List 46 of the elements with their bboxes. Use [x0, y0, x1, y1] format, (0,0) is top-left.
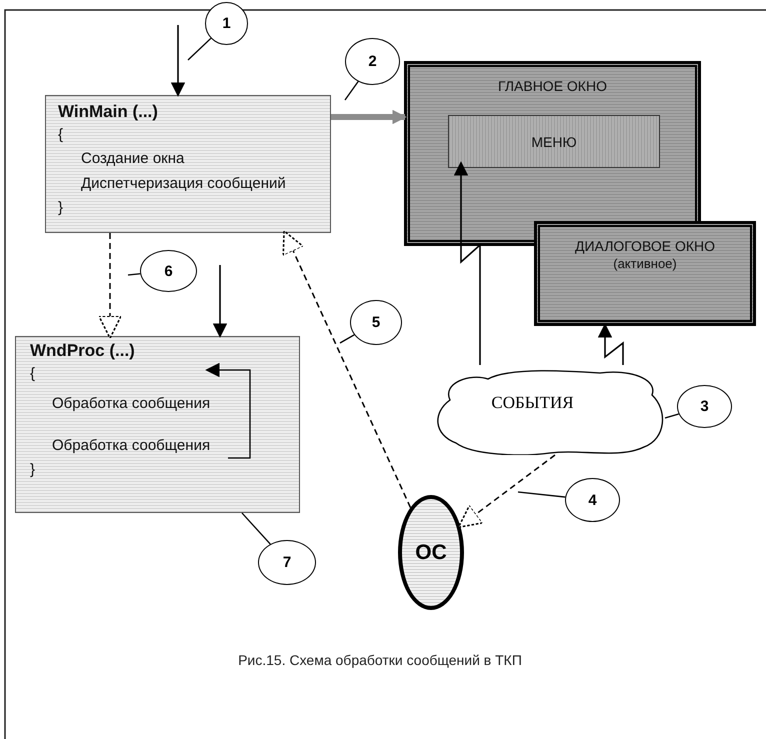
callout-number: 2	[368, 53, 377, 70]
arrow	[454, 161, 481, 365]
callout-number: 6	[164, 262, 173, 280]
arrow	[598, 323, 624, 365]
code-text: }	[30, 461, 36, 478]
os-label: ОС	[415, 540, 447, 564]
leader-line	[344, 81, 359, 100]
code-text: {	[30, 365, 36, 382]
leader-line	[664, 413, 679, 419]
code-text: Создание окна	[81, 150, 184, 167]
menu-label: МЕНЮ	[531, 132, 577, 150]
arrow	[282, 230, 412, 508]
code-box	[45, 95, 331, 233]
figure-caption: Рис.15. Схема обработки сообщений в ТКП	[237, 652, 523, 668]
arrow	[212, 265, 228, 338]
callout-number: 1	[222, 15, 231, 32]
leader-line	[128, 273, 140, 276]
callout-bubble	[205, 2, 248, 45]
code-text: WndProc (...)	[30, 341, 135, 361]
arrow	[458, 454, 556, 528]
arrow	[98, 233, 122, 339]
leader-line	[518, 491, 566, 498]
code-box	[15, 336, 300, 513]
arrow	[170, 25, 186, 97]
callout-bubble	[565, 478, 620, 522]
window-title: (активное)	[613, 255, 677, 273]
cloud-label: СОБЫТИЯ	[491, 393, 574, 413]
code-text: Диспетчеризация сообщений	[81, 175, 286, 192]
code-text: {	[58, 126, 64, 143]
window-title: ГЛАВНОЕ ОКНО	[498, 77, 607, 95]
window-box	[535, 222, 755, 325]
callout-number: 3	[700, 398, 709, 415]
code-text: Обработка сообщения	[52, 437, 210, 454]
leader-line	[242, 512, 271, 545]
callout-number: 7	[282, 554, 292, 571]
callout-number: 5	[372, 314, 380, 331]
code-text: WinMain (...)	[58, 102, 158, 122]
callout-number: 4	[588, 492, 597, 508]
code-text: }	[58, 199, 64, 216]
callout-bubble	[350, 300, 402, 345]
code-text: Обработка сообщения	[52, 395, 210, 412]
window-title: ДИАЛОГОВОЕ ОКНО	[575, 237, 715, 255]
menu-box	[448, 115, 660, 168]
leader-line	[188, 38, 212, 60]
arrow	[331, 110, 407, 124]
leader-line	[340, 334, 355, 344]
